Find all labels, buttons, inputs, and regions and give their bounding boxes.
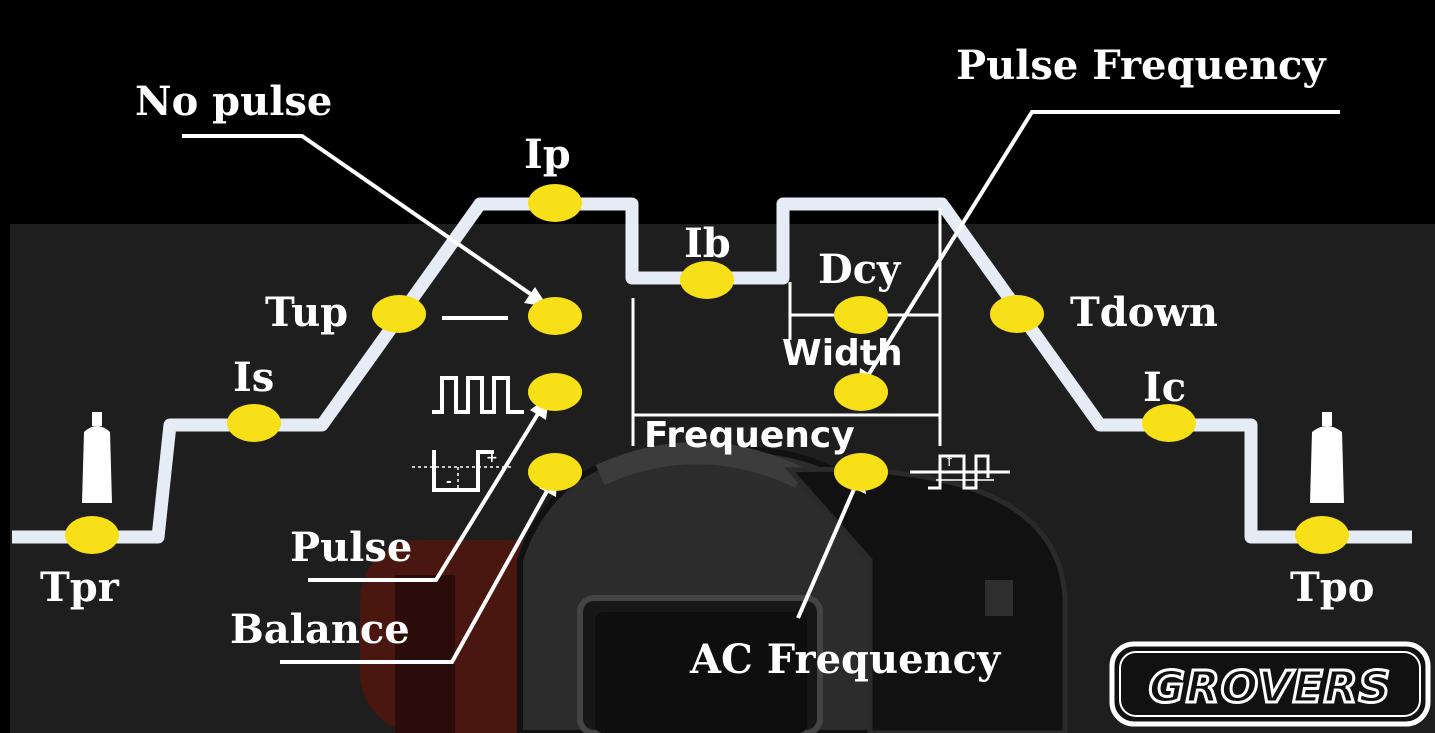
marker-tpr[interactable] — [65, 516, 119, 554]
frequency-symbol: f — [947, 454, 953, 470]
marker-width[interactable] — [834, 373, 888, 411]
label-no-pulse: No pulse — [135, 78, 333, 125]
marker-ic[interactable] — [1142, 404, 1196, 442]
label-frequency: Frequency — [644, 415, 855, 456]
label-ib: Ib — [684, 220, 731, 267]
ac-frequency-leader — [796, 479, 860, 619]
ac-frequency-icon: f — [910, 454, 1010, 490]
marker-balance[interactable] — [528, 453, 582, 491]
pulse-leader — [308, 402, 546, 582]
label-dcy: Dcy — [818, 246, 901, 293]
label-tpr: Tpr — [40, 564, 119, 611]
marker-pulse[interactable] — [528, 373, 582, 411]
gas-cylinder-icon-left — [82, 412, 112, 503]
marker-tpo[interactable] — [1295, 516, 1349, 554]
grovers-logo-graphic: GROVERS — [1109, 641, 1431, 727]
marker-ib[interactable] — [680, 261, 734, 299]
gas-cylinder-icon-right — [1310, 412, 1344, 503]
label-ic: Ic — [1143, 364, 1187, 411]
square-wave-icon — [432, 376, 524, 414]
label-ac-frequency: AC Frequency — [690, 636, 1001, 683]
balance-leader — [280, 481, 554, 664]
marker-no-pulse[interactable] — [528, 297, 582, 335]
label-tpo: Tpo — [1290, 564, 1375, 611]
ac-balance-icon: + - — [412, 450, 512, 492]
label-balance: Balance — [230, 606, 410, 653]
label-width: Width — [782, 333, 903, 374]
label-pulse: Pulse — [290, 524, 413, 571]
marker-tup[interactable] — [372, 295, 426, 333]
marker-is[interactable] — [227, 404, 281, 442]
label-pulse-frequency: Pulse Frequency — [956, 42, 1326, 89]
balance-minus-sign: - — [446, 474, 452, 490]
label-tdown: Tdown — [1070, 289, 1218, 336]
pulse-frequency-leader — [862, 110, 1340, 384]
no-pulse-leader — [182, 134, 544, 304]
parameter-markers — [65, 184, 1349, 554]
grovers-logo: GROVERS — [1108, 640, 1432, 728]
marker-ip[interactable] — [528, 184, 582, 222]
label-is: Is — [233, 354, 275, 401]
frequency-bracket — [631, 208, 942, 446]
balance-plus-sign: + — [486, 450, 498, 466]
label-tup: Tup — [265, 289, 349, 336]
marker-ac-frequency[interactable] — [834, 453, 888, 491]
marker-tdown[interactable] — [990, 295, 1044, 333]
label-ip: Ip — [524, 131, 571, 178]
welding-helmet-watermark — [360, 442, 1068, 733]
grovers-logo-text: GROVERS — [1149, 662, 1392, 713]
marker-dcy[interactable] — [834, 296, 888, 334]
